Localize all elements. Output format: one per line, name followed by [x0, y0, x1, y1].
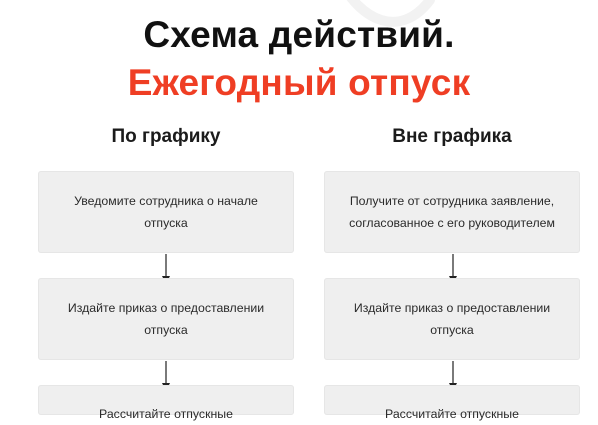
- page-title: Схема действий.: [143, 14, 455, 55]
- flow-step-text: Получите от сотрудника заявление, соглас…: [349, 194, 555, 230]
- flow-step-left-2: Издайте приказ о предоставлении отпуска: [38, 278, 294, 360]
- flow-step-text: Рассчитайте отпускные: [385, 407, 519, 421]
- flow-step-right-1: Получите от сотрудника заявление, соглас…: [324, 171, 580, 253]
- flow-step-left-1: Уведомите сотрудника о начале отпуска: [38, 171, 294, 253]
- flow-step-right-2: Издайте приказ о предоставлении отпуска: [324, 278, 580, 360]
- flow-step-right-3: Рассчитайте отпускные: [324, 385, 580, 421]
- flow-step-text: Уведомите сотрудника о начале отпуска: [74, 194, 258, 230]
- page-subtitle: Ежегодный отпуск: [127, 62, 471, 103]
- column-header-unscheduled: Вне графика: [392, 126, 512, 147]
- flow-step-text: Рассчитайте отпускные: [99, 407, 233, 421]
- column-header-scheduled: По графику: [111, 126, 221, 147]
- flow-step-text: Издайте приказ о предоставлении отпуска: [67, 301, 265, 337]
- flow-step-text: Издайте приказ о предоставлении отпуска: [353, 301, 551, 337]
- flow-step-left-3: Рассчитайте отпускные: [38, 385, 294, 421]
